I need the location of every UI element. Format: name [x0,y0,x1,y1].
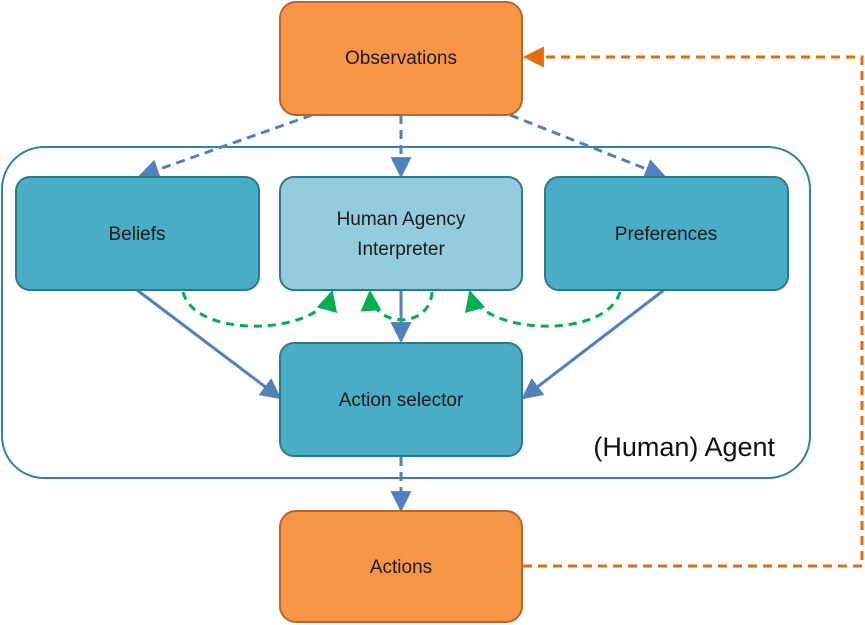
action-selector-node: Action selector [279,342,523,457]
interpreter-node: Human Agency Interpreter [279,176,523,291]
beliefs-node: Beliefs [15,176,260,291]
action-selector-label: Action selector [339,390,464,411]
interpreter-label-line2: Interpreter [357,239,445,260]
edge-observations-beliefs [138,113,313,180]
edge-preferences-interpreter-curve [465,289,622,328]
agent-container-label: (Human) Agent [593,432,775,462]
interpreter-label-line1: Human Agency [337,209,466,230]
actions-node: Actions [279,510,523,623]
observations-label: Observations [345,48,457,69]
preferences-node: Preferences [544,176,789,291]
edge-beliefs-action-selector [136,288,282,400]
preferences-label: Preferences [615,224,717,245]
edge-preferences-action-selector [521,288,665,400]
observations-node: Observations [279,1,523,116]
beliefs-label: Beliefs [108,224,165,245]
edge-observations-preferences [509,113,666,179]
actions-label: Actions [370,557,432,578]
edge-actions-observations-feedback [522,46,864,568]
edge-beliefs-interpreter-curve [181,289,337,328]
edge-action-selector-interpreter-curve [360,289,434,322]
